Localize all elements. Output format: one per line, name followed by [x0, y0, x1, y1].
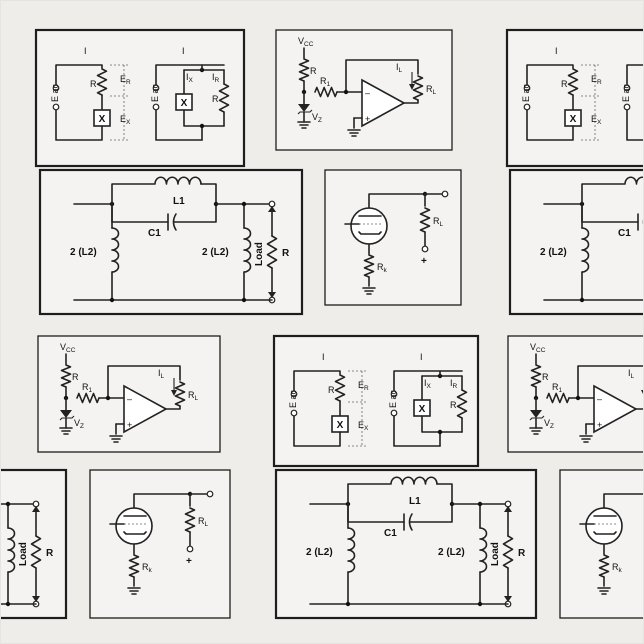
vz-label: VZ [74, 418, 84, 430]
inductor-l1-label: L1 [173, 196, 185, 207]
inductor-l2-label: 2 (L2) [438, 547, 465, 558]
supply-plus: + [421, 256, 427, 267]
noninverting-input: + [365, 114, 370, 124]
load-resistor-label: RL [188, 390, 199, 402]
label: X [99, 114, 106, 125]
load-label: Load [254, 242, 265, 266]
r1-label: R1 [320, 76, 331, 88]
label: X [337, 420, 344, 431]
voltage-label-x: EX [591, 114, 602, 126]
capacitor-c1-label: C1 [148, 228, 161, 239]
voltage-label-x: EX [120, 114, 131, 126]
resistor-label: R [561, 79, 568, 89]
voltage-label-r: ER [120, 74, 131, 86]
load-label: Load [490, 542, 501, 566]
inductor-l2-label: 2 (L2) [306, 547, 333, 558]
label: X [570, 114, 577, 125]
load-current-label: IL [396, 62, 403, 74]
load-resistor-label: R [518, 548, 526, 559]
tube-circuit-tile: RL + Rk [89, 469, 231, 619]
load-resistor-label: R [46, 548, 54, 559]
capacitor-c1-label: C1 [618, 228, 631, 239]
source-label: E ac [621, 83, 631, 102]
load-resistor-label: R [282, 248, 290, 259]
vacuum-tube [585, 507, 623, 545]
capacitor-c1-label: C1 [384, 528, 397, 539]
r1-label: R1 [82, 382, 93, 394]
voltage-label-x: EX [358, 420, 369, 432]
voltage-label-r: ER [591, 74, 602, 86]
current-label-r: IR [212, 72, 220, 84]
load-resistor-label: RL [426, 84, 437, 96]
current-label: I [420, 352, 423, 362]
resistor-label: R [328, 385, 335, 395]
current-label-x: IX [186, 72, 194, 84]
inductor-l2-label: 2 (L2) [202, 247, 229, 258]
source-label: E ac [50, 83, 60, 102]
inverting-input: – [365, 88, 370, 98]
load-resistor-label: RL [198, 516, 209, 528]
tube-circuit-tile: RL + Rk [324, 169, 462, 306]
load-current-label: IL [158, 368, 165, 380]
inverting-input: – [597, 394, 602, 404]
inductor-l1-label: L1 [409, 496, 421, 507]
resistor-label: R [450, 400, 457, 410]
load-label: Load [18, 542, 29, 566]
supply-plus: + [186, 556, 192, 567]
current-label-r: IR [450, 378, 458, 390]
resistor-label: R [72, 372, 79, 382]
resistor-label: R [212, 94, 219, 104]
current-label: I [84, 46, 87, 56]
resistor-label: R [542, 372, 549, 382]
label: X [419, 404, 426, 415]
op-amp [593, 384, 638, 434]
op-amp [123, 384, 168, 434]
tube-circuit-tile: RL+Rk [559, 469, 644, 619]
current-label: I [182, 46, 185, 56]
source-label: E ac [288, 389, 298, 408]
vacuum-tube [350, 207, 388, 245]
source-label: E ac [521, 83, 531, 102]
source-label: E ac [150, 83, 160, 102]
cathode-resistor-label: Rk [612, 562, 623, 574]
noninverting-input: + [597, 420, 602, 430]
inductor-l2-label: 2 (L2) [70, 247, 97, 258]
resistor-label: R [310, 66, 317, 76]
vz-label: VZ [544, 418, 554, 430]
load-resistor-label: RL [433, 216, 444, 228]
load-current-label: IL [628, 368, 635, 380]
current-label-x: IX [424, 378, 432, 390]
r1-label: R1 [552, 382, 563, 394]
voltage-label-r: ER [358, 380, 369, 392]
inverting-input: – [127, 394, 132, 404]
noninverting-input: + [127, 420, 132, 430]
op-amp [361, 78, 406, 128]
current-label: I [555, 46, 558, 56]
current-label: I [322, 352, 325, 362]
vacuum-tube [115, 507, 153, 545]
cathode-resistor-label: Rk [377, 262, 388, 274]
source-label: E ac [388, 389, 398, 408]
vz-label: VZ [312, 112, 322, 124]
inductor-l2-label: 2 (L2) [540, 247, 567, 258]
cathode-resistor-label: Rk [142, 562, 153, 574]
resistor-label: R [90, 79, 97, 89]
label: X [181, 98, 188, 109]
